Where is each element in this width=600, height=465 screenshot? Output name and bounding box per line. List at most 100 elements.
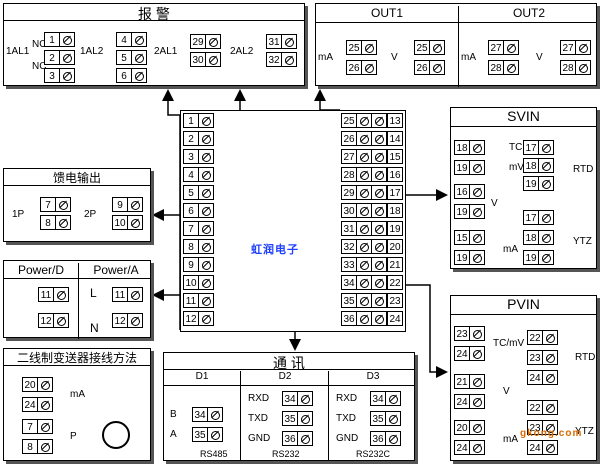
label-2al2: 2AL2 [230,46,254,57]
label-rtd: RTD [573,164,594,175]
alarm-panel: 报 警 1AL1 NO NC 1AL2 2AL1 2AL2 1 2 3 4 5 … [3,3,305,86]
terminal: 9 [183,257,214,272]
label-v: V [503,386,510,397]
label-ma: mA [503,434,518,445]
label-ma: mA [461,52,476,63]
terminal: 19 [454,160,485,175]
feed-title: 馈电输出 [4,169,150,186]
brand-text: 虹润电子 [251,244,299,256]
terminal: 19 [523,176,554,191]
d1-title: D1 [195,371,209,382]
terminal: 7 [40,197,71,212]
terminal: 17 [523,210,554,225]
terminal: 7 [22,419,53,434]
terminal: 2 [44,50,75,65]
terminal: 19 [454,204,485,219]
label-p: P [70,431,77,442]
label-ytz: YTZ [573,236,592,247]
svin-panel: SVIN TC mV RTD V mA YTZ 18 19 17 18 19 1… [450,107,597,269]
terminal: 8 [40,215,71,230]
alarm-title: 报 警 [4,4,304,22]
terminal: 6 [183,203,214,218]
terminal: 1 [183,113,214,128]
label-mv: mV [509,162,524,173]
terminal: 28 [560,60,591,75]
terminal: 2 [183,131,214,146]
label-l: L [90,286,97,300]
label-2p: 2P [84,209,97,220]
label-v: V [391,52,398,63]
terminal: 12 [183,311,214,326]
terminal: 26 [414,60,445,75]
terminal: 24 [454,394,485,409]
label-rtd: RTD [575,352,596,363]
power-panel: Power/D Power/A L N 11 12 11 12 [3,260,151,339]
terminal: 23 [527,350,558,365]
label-rs232c: RS232C [356,449,391,459]
comm-title: 通 讯 [164,353,414,371]
communication-panel: 通 讯 D1 D2 D3 B A RXD TXD GND RXD TXD GND… [163,352,415,461]
label-tc: TC [509,142,523,153]
terminal: 10 [112,215,143,230]
label-1al2: 1AL2 [80,46,104,57]
terminal: 34 [282,391,313,406]
terminal: 11 [38,287,69,302]
feed-output-panel: 馈电输出 1P 2P 7 8 9 10 [3,168,151,242]
terminal: 22 [527,400,558,415]
terminal: 27 [560,40,591,55]
out2-title: OUT2 [458,6,599,87]
label-b: B [170,409,177,420]
label-ytz: YTZ [575,426,594,437]
terminal: 20 [22,377,53,392]
terminal: 20 [454,420,485,435]
label-rs485: RS485 [200,449,228,459]
terminal: 32 [266,52,297,67]
terminal: 16 [454,184,485,199]
terminal: 17 [523,140,554,155]
pvin-panel: PVIN TC/mV RTD V mA YTZ 23 24 22 23 24 2… [450,295,597,461]
terminal: 24 [454,440,485,455]
svin-title: SVIN [451,108,596,127]
label-rxd: RXD [248,393,270,404]
label-ma: mA [318,52,333,63]
terminal: 8 [22,439,53,454]
watermark: gkong.com [520,428,583,439]
terminal: 34 [192,407,223,422]
terminal: 27 [488,40,519,55]
terminal: 23 [454,326,485,341]
terminal: 10 [183,275,214,290]
label-2al1: 2AL1 [154,46,178,57]
left-terminal-column: 1 2 3 4 5 6 7 8 9 10 11 12 [183,113,214,329]
label-ma: mA [70,389,85,400]
output-panel: OUT1 OUT2 mA V mA V 25 26 25 26 27 28 27… [315,3,599,87]
pvin-title: PVIN [451,296,596,315]
terminal: 30 [190,52,221,67]
terminal: 23 [527,420,558,435]
terminal: 19 [454,250,485,265]
terminal: 28 [488,60,519,75]
terminal: 6 [116,68,147,83]
label-nc: NC [32,61,47,72]
label-gnd: GND [336,433,359,444]
label-rxd: RXD [336,393,358,404]
terminal: 3 [183,149,214,164]
terminal: 4 [116,32,147,47]
label-v: V [536,52,543,63]
terminal: 21 [454,374,485,389]
terminal: 35 [282,411,313,426]
power-d-title: Power/D [17,263,64,277]
terminal: 31 [266,34,297,49]
terminal: 5 [183,185,214,200]
terminal: 25 [414,40,445,55]
terminal: 24 [22,397,53,412]
